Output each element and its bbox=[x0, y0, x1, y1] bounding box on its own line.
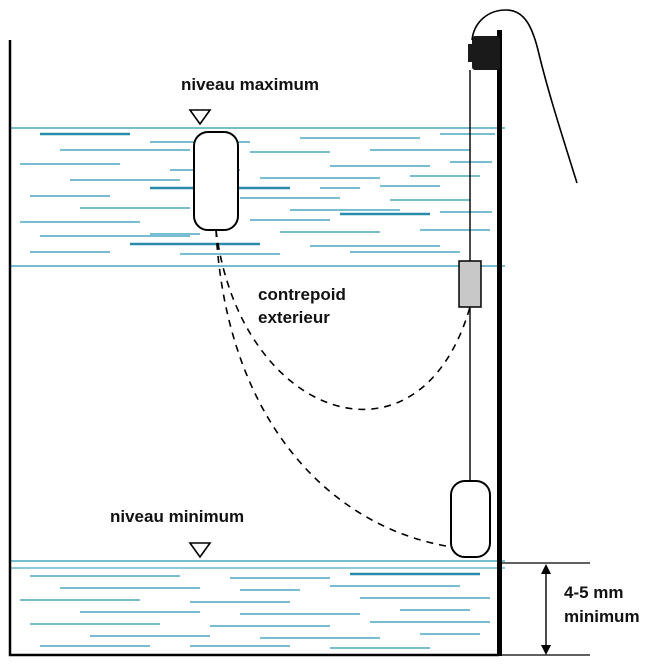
cable-clamp-notch bbox=[468, 44, 474, 62]
label-dimension-unit: minimum bbox=[564, 607, 640, 626]
dimension-arrowhead-down bbox=[541, 645, 551, 655]
cable-clamp bbox=[472, 36, 500, 70]
max-level-triangle bbox=[188, 109, 212, 126]
float-max bbox=[193, 131, 239, 231]
cable-exit bbox=[471, 9, 578, 184]
dashed-path-to-min-float bbox=[215, 229, 453, 548]
tank-right-wall bbox=[497, 30, 502, 656]
min-level-triangle bbox=[188, 542, 212, 559]
tank-wall bbox=[8, 40, 499, 657]
label-dimension-value: 4-5 mm bbox=[564, 583, 624, 602]
lower-water-lines bbox=[10, 560, 505, 649]
dimension-arrowhead-up bbox=[541, 564, 551, 574]
label-niveau-minimum: niveau minimum bbox=[110, 507, 244, 526]
label-niveau-maximum: niveau maximum bbox=[181, 75, 319, 94]
label-exterieur: exterieur bbox=[258, 308, 330, 327]
counterweight bbox=[458, 260, 482, 308]
upper-water-lines bbox=[10, 127, 505, 267]
label-contrepoid: contrepoid bbox=[258, 285, 346, 304]
dashed-path-to-counterweight bbox=[215, 229, 471, 411]
float-min bbox=[450, 480, 491, 558]
